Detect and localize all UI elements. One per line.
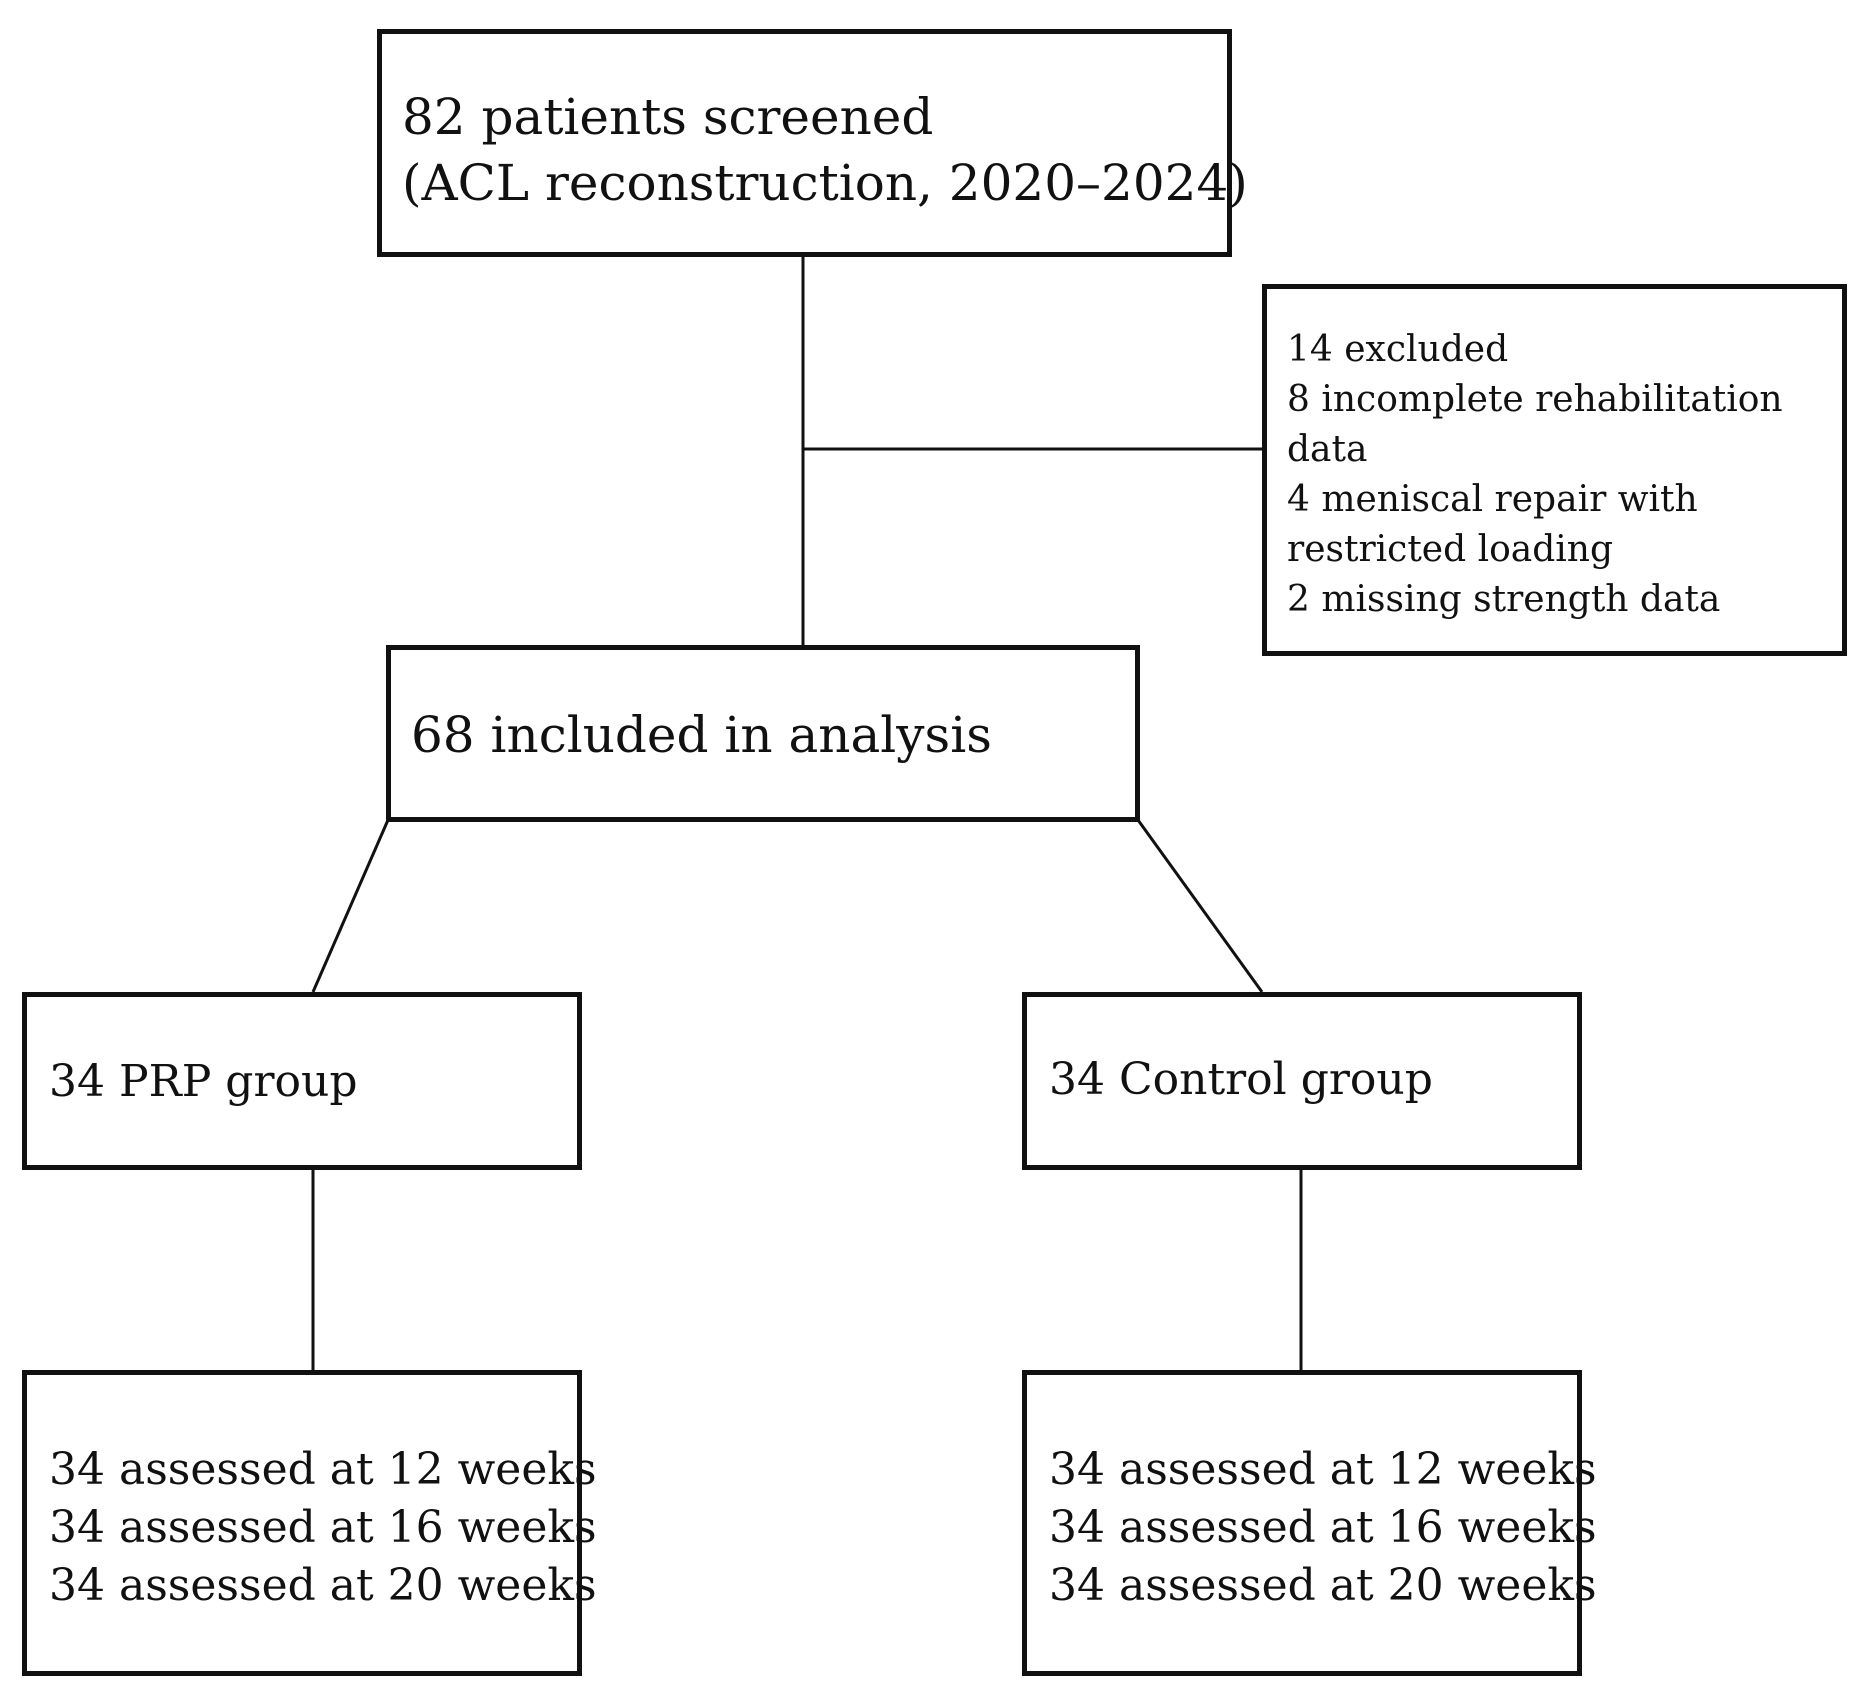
- control-assessment-line: 34 assessed at 12 weeks: [1049, 1444, 1597, 1495]
- control-assessment-line: 34 assessed at 20 weeks: [1049, 1560, 1597, 1611]
- control-group-box: 34 Control group: [1022, 992, 1582, 1170]
- excluded-line: 8 incomplete rehabilitation: [1287, 379, 1783, 420]
- connector-included-to-control: [1136, 819, 1264, 993]
- excluded-line: data: [1287, 429, 1368, 470]
- included-label: 68 included in analysis: [411, 706, 992, 764]
- prp-assessment-line: 34 assessed at 20 weeks: [49, 1560, 597, 1611]
- screened-line-2: (ACL reconstruction, 2020–2024): [402, 154, 1248, 212]
- excluded-line: 4 meniscal repair with: [1287, 479, 1698, 520]
- excluded-line: 2 missing strength data: [1287, 579, 1721, 620]
- control-group-label: 34 Control group: [1049, 1054, 1433, 1105]
- prp-assessment-box: 34 assessed at 12 weeks 34 assessed at 1…: [22, 1370, 597, 1676]
- screened-box: 82 patients screened (ACL reconstruction…: [377, 29, 1248, 257]
- screened-line-1: 82 patients screened: [402, 88, 934, 146]
- excluded-line: 14 excluded: [1287, 329, 1509, 370]
- prp-assessment-line: 34 assessed at 12 weeks: [49, 1444, 597, 1495]
- prp-group-label: 34 PRP group: [49, 1056, 358, 1107]
- excluded-box: 14 excluded 8 incomplete rehabilitation …: [1262, 284, 1847, 656]
- prp-assessment-line: 34 assessed at 16 weeks: [49, 1502, 597, 1553]
- control-assessment-box: 34 assessed at 12 weeks 34 assessed at 1…: [1022, 1370, 1597, 1676]
- included-box: 68 included in analysis: [386, 645, 1140, 822]
- excluded-line: restricted loading: [1287, 529, 1614, 570]
- connector-included-to-prp: [311, 819, 390, 993]
- control-assessment-line: 34 assessed at 16 weeks: [1049, 1502, 1597, 1553]
- prp-group-box: 34 PRP group: [22, 992, 582, 1170]
